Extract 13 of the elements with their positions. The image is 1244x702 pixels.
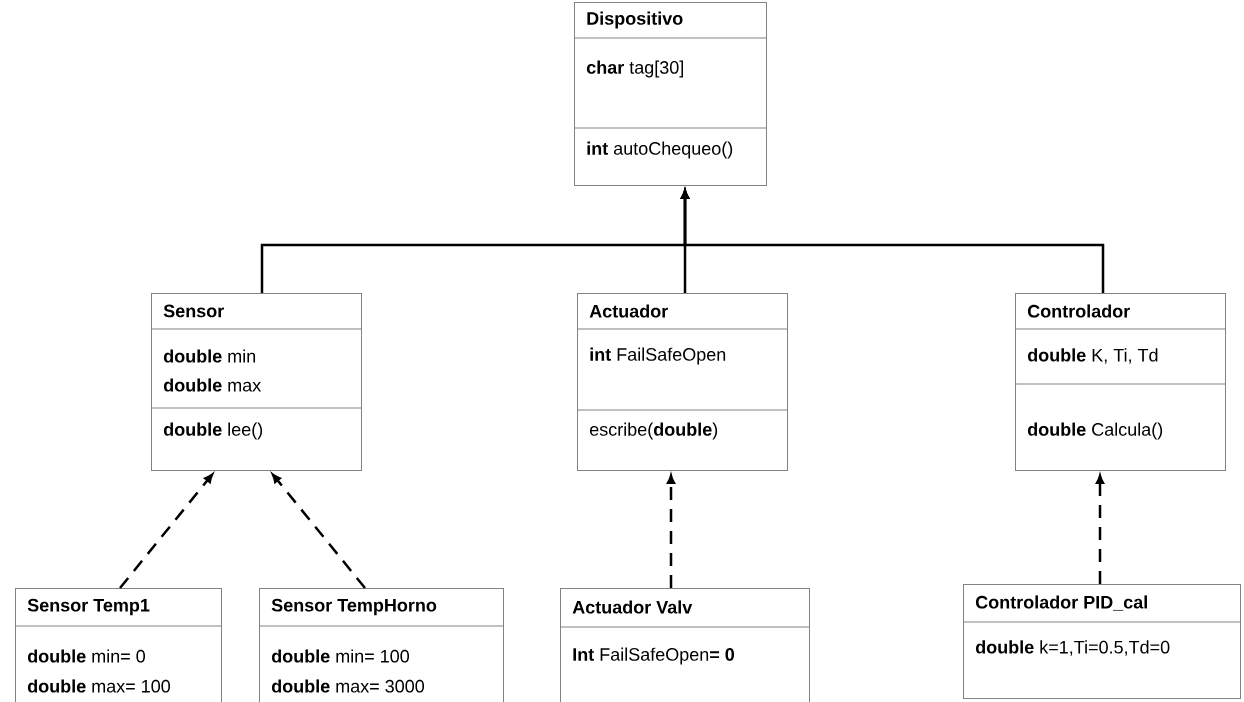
class-box: Controlador double K, Ti, Td double Calcula() [1014,293,1226,471]
class-box: Sensor Temp1 double min= 0 double max= 100 [14,588,222,702]
class-box: Actuador Valv Int FailSafeOpen= 0 [559,588,810,702]
class-box: Actuador int FailSafeOpen escribe(double) [576,293,788,471]
inheritance-arrow [271,473,366,589]
inheritance-arrow [1095,474,1105,584]
class-box: Controlador PID_cal double k=1,Ti=0.5,Td=0 [962,584,1241,699]
class-box: Sensor double min double max double lee() [150,293,362,471]
inheritance-arrow [666,474,676,588]
class-box: Sensor TempHorno double min= 100 double max= 3000 [258,588,504,702]
inheritance-arrow [680,189,1105,293]
class-box: Dispositivo char tag[30] int autoChequeo() [573,2,767,186]
inheritance-arrow [119,473,214,589]
